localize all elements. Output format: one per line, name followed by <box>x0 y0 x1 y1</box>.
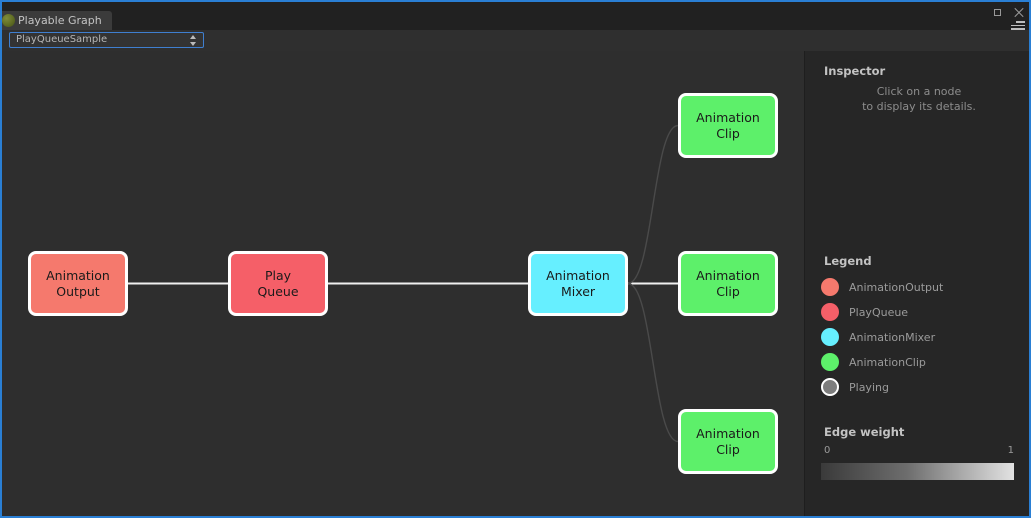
inspector-title: Inspector <box>824 64 886 78</box>
legend-title: Legend <box>824 254 872 268</box>
legend-item-animationmixer: AnimationMixer <box>821 328 935 346</box>
legend-item-label: AnimationOutput <box>849 280 944 294</box>
tab-label: Playable Graph <box>18 14 102 27</box>
node-label-line2: Clip <box>716 441 740 457</box>
legend-swatch-icon <box>821 378 839 396</box>
edge-weight-min-label: 0 <box>824 445 831 456</box>
inspector-help-line2: to display its details. <box>862 100 976 113</box>
inspector-help-text: Click on a node to display its details. <box>824 84 1014 114</box>
close-icon[interactable] <box>1013 7 1025 19</box>
node-label-line1: Animation <box>696 267 760 283</box>
legend-item-animationclip: AnimationClip <box>821 353 926 371</box>
legend-item-label: Playing <box>849 380 889 394</box>
legend-item-playing: Playing <box>821 378 889 396</box>
legend-item-label: AnimationClip <box>849 355 926 369</box>
node-label-line2: Clip <box>716 283 740 299</box>
inspector-help-line1: Click on a node <box>876 85 962 98</box>
legend-item-label: PlayQueue <box>849 305 909 319</box>
node-label-line1: Play <box>264 267 292 283</box>
node-label-line1: Animation <box>546 267 610 283</box>
graph-selector-value: PlayQueueSample <box>16 34 108 45</box>
node-label-line1: Animation <box>696 425 760 441</box>
legend-swatch-icon <box>821 303 839 321</box>
legend-item-animationoutput: AnimationOutput <box>821 278 943 296</box>
toolbar: PlayQueueSample <box>2 30 1029 52</box>
edge-weight-max-label: 1 <box>1007 445 1014 456</box>
edge-animation-mixer-to-animation-clip-bottom <box>627 282 679 443</box>
legend-item-playqueue: PlayQueue <box>821 303 908 321</box>
window-controls <box>992 7 1025 19</box>
updown-arrows-icon <box>190 35 197 46</box>
legend-item-label: AnimationMixer <box>849 330 936 344</box>
edge-weight-title: Edge weight <box>824 425 905 439</box>
node-label-line2: Queue <box>257 283 299 299</box>
legend-swatch-icon <box>821 328 839 346</box>
window-tab-bar: Playable Graph <box>2 2 1029 31</box>
node-label-line2: Mixer <box>560 283 596 299</box>
sidebar: Inspector Click on a node to display its… <box>804 51 1029 516</box>
playable-graph-icon <box>2 14 15 27</box>
graph-selector-dropdown[interactable]: PlayQueueSample <box>9 32 204 48</box>
tab-playable-graph[interactable]: Playable Graph <box>2 11 112 30</box>
node-label-line2: Clip <box>716 125 740 141</box>
graph-edges <box>128 124 679 443</box>
legend-swatch-icon <box>821 278 839 296</box>
node-label-line1: Animation <box>46 267 110 283</box>
node-label-line2: Output <box>56 283 100 299</box>
maximize-icon[interactable] <box>992 7 1004 19</box>
hamburger-menu-icon[interactable] <box>1007 21 1025 30</box>
node-label-line1: Animation <box>696 109 760 125</box>
edge-weight-gradient-bar <box>821 463 1014 480</box>
edge-animation-mixer-to-animation-clip-top <box>627 124 679 285</box>
legend-swatch-icon <box>821 353 839 371</box>
